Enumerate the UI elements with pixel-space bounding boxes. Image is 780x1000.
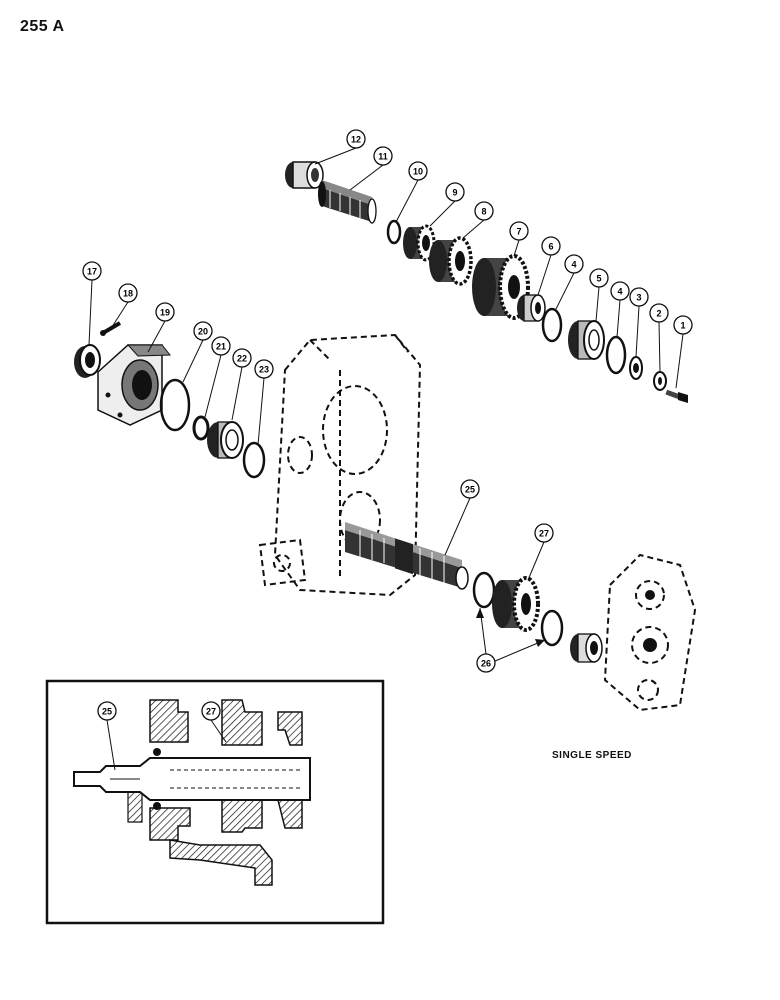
svg-text:18: 18 <box>123 289 133 299</box>
rear-cover-plate <box>603 553 697 712</box>
leader-lines <box>88 147 684 665</box>
callout-6: 6 <box>541 236 561 256</box>
svg-text:17: 17 <box>87 267 97 277</box>
callout-4a: 4 <box>610 281 630 301</box>
part-10-snap-ring <box>386 219 402 245</box>
svg-text:7: 7 <box>516 227 521 237</box>
callout-11: 11 <box>373 146 393 166</box>
callout-4b: 4 <box>564 254 584 274</box>
callout-12: 12 <box>346 129 366 149</box>
svg-text:9: 9 <box>452 188 457 198</box>
svg-text:11: 11 <box>378 152 388 162</box>
part-17-seal <box>74 344 101 378</box>
callout-10: 10 <box>408 161 428 181</box>
part-27-gear <box>492 576 540 632</box>
page-number: 255 A <box>20 18 65 35</box>
svg-text:5: 5 <box>596 274 601 284</box>
svg-text:8: 8 <box>481 207 486 217</box>
svg-text:3: 3 <box>636 293 641 303</box>
callout-5: 5 <box>589 268 609 288</box>
svg-text:2: 2 <box>656 309 661 319</box>
part-22-bearing <box>207 421 244 459</box>
callout-8: 8 <box>474 201 494 221</box>
svg-text:4: 4 <box>571 260 576 270</box>
svg-text:23: 23 <box>259 365 269 375</box>
diagram-caption: SINGLE SPEED <box>552 750 632 761</box>
part-8-gear <box>429 236 473 286</box>
svg-text:26: 26 <box>481 659 491 669</box>
part-4-snap-ring-lower <box>605 335 627 375</box>
part-4-snap-ring-upper <box>541 307 563 343</box>
callout-22: 22 <box>232 348 252 368</box>
part-7-large-gear <box>472 254 530 320</box>
part-5-bearing <box>568 320 605 360</box>
callout-1: 1 <box>673 315 693 335</box>
part-6-bushing <box>517 294 546 322</box>
callout-9: 9 <box>445 182 465 202</box>
svg-text:19: 19 <box>160 308 170 318</box>
svg-text:22: 22 <box>237 354 247 364</box>
part-23-snap-ring <box>242 441 266 479</box>
inset-callout-27: 27 <box>201 701 221 721</box>
callout-18: 18 <box>118 283 138 303</box>
svg-text:10: 10 <box>413 167 423 177</box>
svg-text:21: 21 <box>216 342 226 352</box>
rear-cover-plate-shading <box>643 590 657 652</box>
part-25-output-shaft <box>345 522 469 590</box>
inset-section-view <box>45 679 385 925</box>
part-3-washer <box>629 356 643 380</box>
transmission-case <box>258 333 422 597</box>
svg-text:6: 6 <box>548 242 553 252</box>
callout-2: 2 <box>649 303 669 323</box>
part-11-splined-shaft <box>318 180 377 224</box>
callout-25: 25 <box>460 479 480 499</box>
needle-bearing <box>570 633 603 663</box>
part-26-snap-ring-right <box>540 609 564 647</box>
svg-text:25: 25 <box>102 707 112 717</box>
callout-26: 26 <box>476 653 496 673</box>
part-20-o-ring <box>159 378 191 432</box>
svg-text:25: 25 <box>465 485 475 495</box>
callout-20: 20 <box>193 321 213 341</box>
svg-text:20: 20 <box>198 327 208 337</box>
part-1-bolt <box>665 389 688 403</box>
inset-callout-25: 25 <box>97 701 117 721</box>
svg-text:1: 1 <box>680 321 685 331</box>
callout-23: 23 <box>254 359 274 379</box>
part-2-washer <box>653 371 667 391</box>
svg-text:27: 27 <box>206 707 216 717</box>
part-9-small-gear <box>403 224 436 262</box>
callout-21: 21 <box>211 336 231 356</box>
part-26-snap-ring-left <box>472 571 496 609</box>
part-12-bearing <box>285 161 324 189</box>
callout-17: 17 <box>82 261 102 281</box>
svg-text:4: 4 <box>617 287 622 297</box>
callout-7: 7 <box>509 221 529 241</box>
callout-19: 19 <box>155 302 175 322</box>
arrow-heads <box>476 608 545 647</box>
svg-text:27: 27 <box>539 529 549 539</box>
callout-3: 3 <box>629 287 649 307</box>
callout-27: 27 <box>534 523 554 543</box>
svg-text:12: 12 <box>351 135 361 145</box>
part-19-cover-housing <box>97 344 172 426</box>
part-21-snap-ring <box>192 415 210 441</box>
